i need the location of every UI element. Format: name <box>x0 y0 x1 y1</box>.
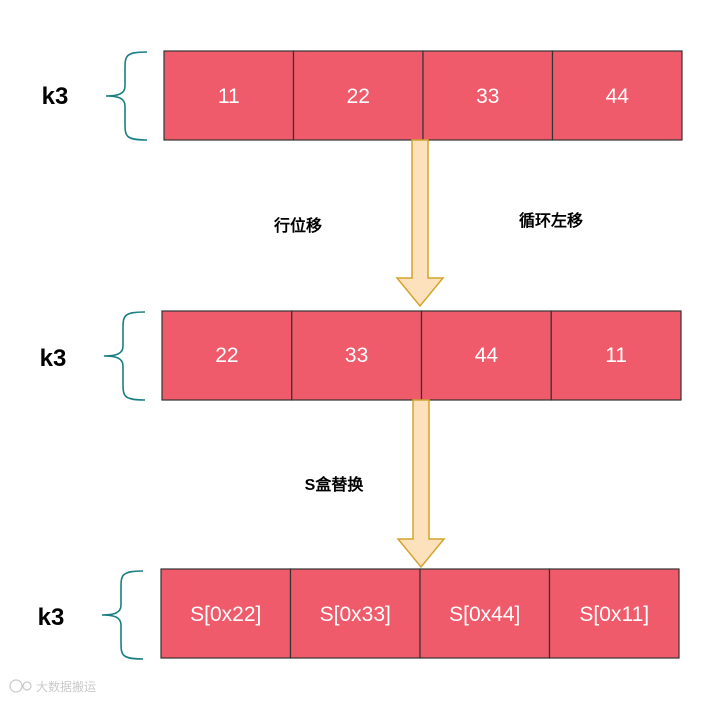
row-2-cell-3 <box>420 310 552 401</box>
watermark-logo-icon <box>9 679 32 693</box>
row-2-cell-1-value: 22 <box>215 344 238 367</box>
row-2-label: k3 <box>40 345 67 372</box>
row-3-cell-2-value: S[0x33] <box>320 603 391 626</box>
row-3-cell-2 <box>289 568 421 659</box>
row-2-cell-4-value: 11 <box>605 344 627 367</box>
watermark-text: 大数据搬运 <box>36 679 96 694</box>
row-2-cell-2 <box>291 310 423 401</box>
row-3-cell-1 <box>160 568 292 659</box>
row-1-cell-4 <box>551 50 683 141</box>
down-arrow-2 <box>396 399 446 569</box>
row-2-cell-2-value: 33 <box>345 344 368 367</box>
down-arrow-1 <box>395 139 445 308</box>
step-2-label: S盒替换 <box>305 475 365 494</box>
step-1-label-left: 行位移 <box>273 216 322 235</box>
state-row-3: k3 S[0x22] S[0x33] S[0x44] S[0x11] <box>38 568 680 660</box>
row-1-cell-2-value: 22 <box>347 85 370 108</box>
row-2-cell-1 <box>161 310 293 401</box>
row-3-cell-3-value: S[0x44] <box>449 603 520 626</box>
row-1-cell-1 <box>163 50 295 141</box>
row-1-cell-3 <box>422 50 554 141</box>
row-2-cell-3-value: 44 <box>475 344 499 367</box>
row-3-brace <box>101 570 144 660</box>
row-2-brace <box>103 311 146 401</box>
row-1-cell-2 <box>292 50 424 141</box>
row-1-label: k3 <box>42 83 69 110</box>
row-3-cell-4 <box>548 568 680 659</box>
row-3-cell-4-value: S[0x11] <box>579 603 649 626</box>
row-3-cell-1-value: S[0x22] <box>190 603 261 626</box>
state-row-2: k3 22 33 44 11 <box>40 310 682 401</box>
row-3-label: k3 <box>38 604 65 631</box>
watermark: 大数据搬运 <box>9 679 96 694</box>
row-1-cell-3-value: 33 <box>476 85 499 108</box>
row-1-cell-4-value: 44 <box>606 85 630 108</box>
row-2-cell-4 <box>550 310 682 401</box>
row-1-cell-1-value: 11 <box>218 85 240 108</box>
step-1-label-right: 循环左移 <box>519 211 583 230</box>
row-1-brace <box>105 51 148 141</box>
state-row-1: k3 11 22 33 44 <box>42 50 683 141</box>
